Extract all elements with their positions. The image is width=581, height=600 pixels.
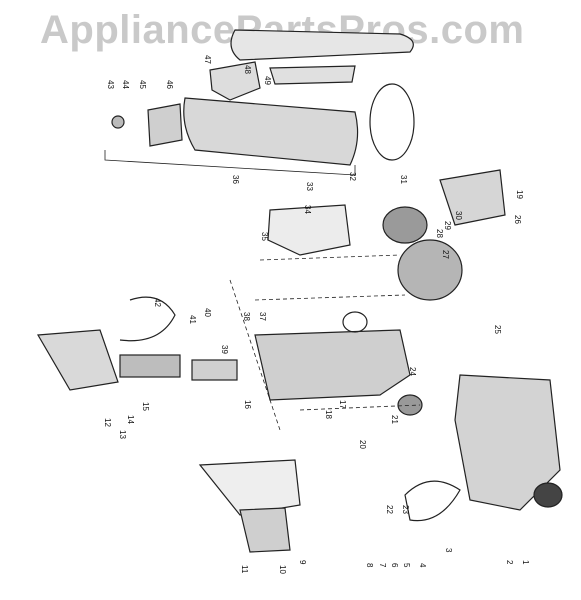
motor-cover-part [439, 169, 506, 226]
bag-bracket-part [269, 65, 356, 85]
callout-label-48: 48 [243, 65, 252, 74]
callout-label-31: 31 [399, 175, 408, 184]
callout-bracket-36 [104, 150, 356, 176]
callout-label-22: 22 [385, 505, 394, 514]
callout-label-29: 29 [443, 221, 452, 230]
assembly-guide-lines [229, 254, 421, 431]
callout-label-23: 23 [401, 505, 410, 514]
callout-label-12: 12 [103, 418, 112, 427]
callout-label-37: 37 [258, 312, 267, 321]
callout-label-18: 18 [324, 410, 333, 419]
callout-label-26: 26 [513, 215, 522, 224]
main-housing-part [254, 329, 411, 401]
wheel-bracket-part [239, 507, 291, 553]
callout-label-4: 4 [418, 563, 427, 568]
callout-label-34: 34 [303, 205, 312, 214]
filter-ring-part [342, 311, 368, 333]
belt-part [369, 83, 415, 161]
callout-label-44: 44 [121, 80, 130, 89]
lower-bumper-part [404, 480, 461, 522]
callout-label-17: 17 [338, 400, 347, 409]
callout-label-20: 20 [358, 440, 367, 449]
brush-roll-part [533, 482, 563, 508]
callout-label-7: 7 [378, 563, 387, 568]
callout-label-38: 38 [242, 312, 251, 321]
motor-part [397, 239, 463, 301]
bag-cap-part [147, 103, 183, 147]
callout-label-10: 10 [278, 565, 287, 574]
callout-label-46: 46 [165, 80, 174, 89]
bag-clamp-part [111, 115, 125, 129]
handle-grip-part [37, 329, 119, 391]
callout-label-32: 32 [348, 172, 357, 181]
callout-label-40: 40 [203, 308, 212, 317]
bag-handle-part [230, 29, 414, 61]
callout-label-9: 9 [298, 560, 307, 565]
callout-label-27: 27 [441, 250, 450, 259]
callout-label-5: 5 [402, 563, 411, 568]
callout-label-3: 3 [444, 548, 453, 553]
callout-label-45: 45 [138, 80, 147, 89]
switch-plate-part [119, 354, 181, 378]
callout-label-6: 6 [390, 563, 399, 568]
callout-label-16: 16 [243, 400, 252, 409]
nozzle-base-part [454, 374, 561, 511]
callout-label-35: 35 [260, 232, 269, 241]
callout-label-30: 30 [454, 211, 463, 220]
wheel-part [397, 394, 423, 416]
callout-label-21: 21 [390, 415, 399, 424]
callout-label-2: 2 [505, 560, 514, 565]
callout-label-28: 28 [435, 229, 444, 238]
callout-label-43: 43 [106, 80, 115, 89]
callout-label-8: 8 [365, 563, 374, 568]
bag-clip-part [209, 61, 261, 101]
callout-label-15: 15 [141, 402, 150, 411]
callout-label-11: 11 [240, 565, 249, 574]
callout-label-1: 1 [521, 560, 530, 565]
callout-label-49: 49 [263, 76, 272, 85]
callout-label-33: 33 [305, 182, 314, 191]
callout-label-36: 36 [231, 175, 240, 184]
callout-label-13: 13 [118, 430, 127, 439]
bag-support-part [267, 204, 351, 256]
callout-label-41: 41 [188, 315, 197, 324]
callout-label-47: 47 [203, 55, 212, 64]
callout-label-14: 14 [126, 415, 135, 424]
callout-label-19: 19 [515, 190, 524, 199]
switch-bracket-part [191, 359, 238, 381]
fan-housing-part [382, 206, 428, 244]
bottom-plate-part [198, 459, 301, 516]
callout-label-24: 24 [408, 367, 417, 376]
power-cord-part [119, 296, 176, 342]
callout-label-25: 25 [493, 325, 502, 334]
outer-bag-part [183, 97, 359, 166]
callout-label-42: 42 [153, 298, 162, 307]
callout-label-39: 39 [220, 345, 229, 354]
